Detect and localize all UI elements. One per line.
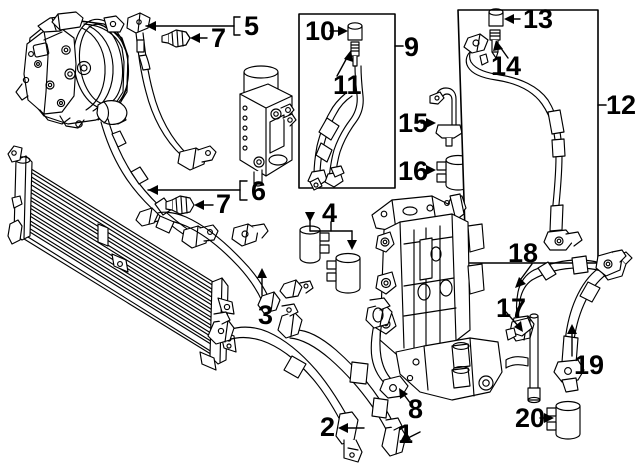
curved-hose-19 [553, 249, 627, 393]
callout-1: 1 [398, 419, 414, 449]
liquid-line-2 [207, 311, 365, 463]
callout-3: 3 [258, 300, 274, 330]
callout-12: 12 [606, 90, 637, 120]
condenser-assembly [7, 145, 237, 371]
short-connector-pipe-8 [365, 297, 415, 409]
callout-5: 5 [244, 11, 260, 41]
boxed-hose-group-9 [298, 13, 404, 191]
callout-7-upper: 7 [211, 23, 227, 53]
callout-11: 11 [333, 70, 362, 100]
callout-16: 16 [398, 156, 429, 186]
callout-10: 10 [305, 16, 336, 46]
discharge-hose-assembly-5 [126, 12, 241, 171]
callout-19: 19 [574, 350, 605, 380]
small-pipe-bracket-15 [420, 87, 463, 147]
callout-13: 13 [523, 4, 554, 34]
rail-pipe-17 [505, 311, 541, 404]
o-ring-seal-20 [539, 400, 581, 440]
callout-9: 9 [404, 32, 420, 62]
suction-hose-assembly-6 [96, 100, 248, 249]
callout-18: 18 [508, 238, 539, 268]
callout-20: 20 [515, 403, 546, 433]
mounting-bracket [371, 193, 503, 401]
boxed-hose-group-12 [457, 8, 607, 264]
callout-8: 8 [408, 394, 424, 424]
callout-14: 14 [491, 51, 522, 81]
callout-4: 4 [322, 198, 338, 228]
condenser-outlet-hose-3 [135, 207, 281, 314]
suction-line-1 [277, 303, 421, 457]
o-ring-seal-pair-4 [279, 212, 361, 299]
receiver-drier [239, 65, 297, 187]
callout-6: 6 [251, 176, 267, 206]
callout-7-lower: 7 [216, 189, 232, 219]
callout-2: 2 [320, 412, 336, 442]
pressure-sensor-7-lower [165, 195, 214, 215]
callout-17: 17 [496, 293, 527, 323]
pressure-sensor-7-upper [161, 29, 208, 48]
compressor-assembly [15, 11, 130, 129]
callout-15: 15 [398, 108, 429, 138]
